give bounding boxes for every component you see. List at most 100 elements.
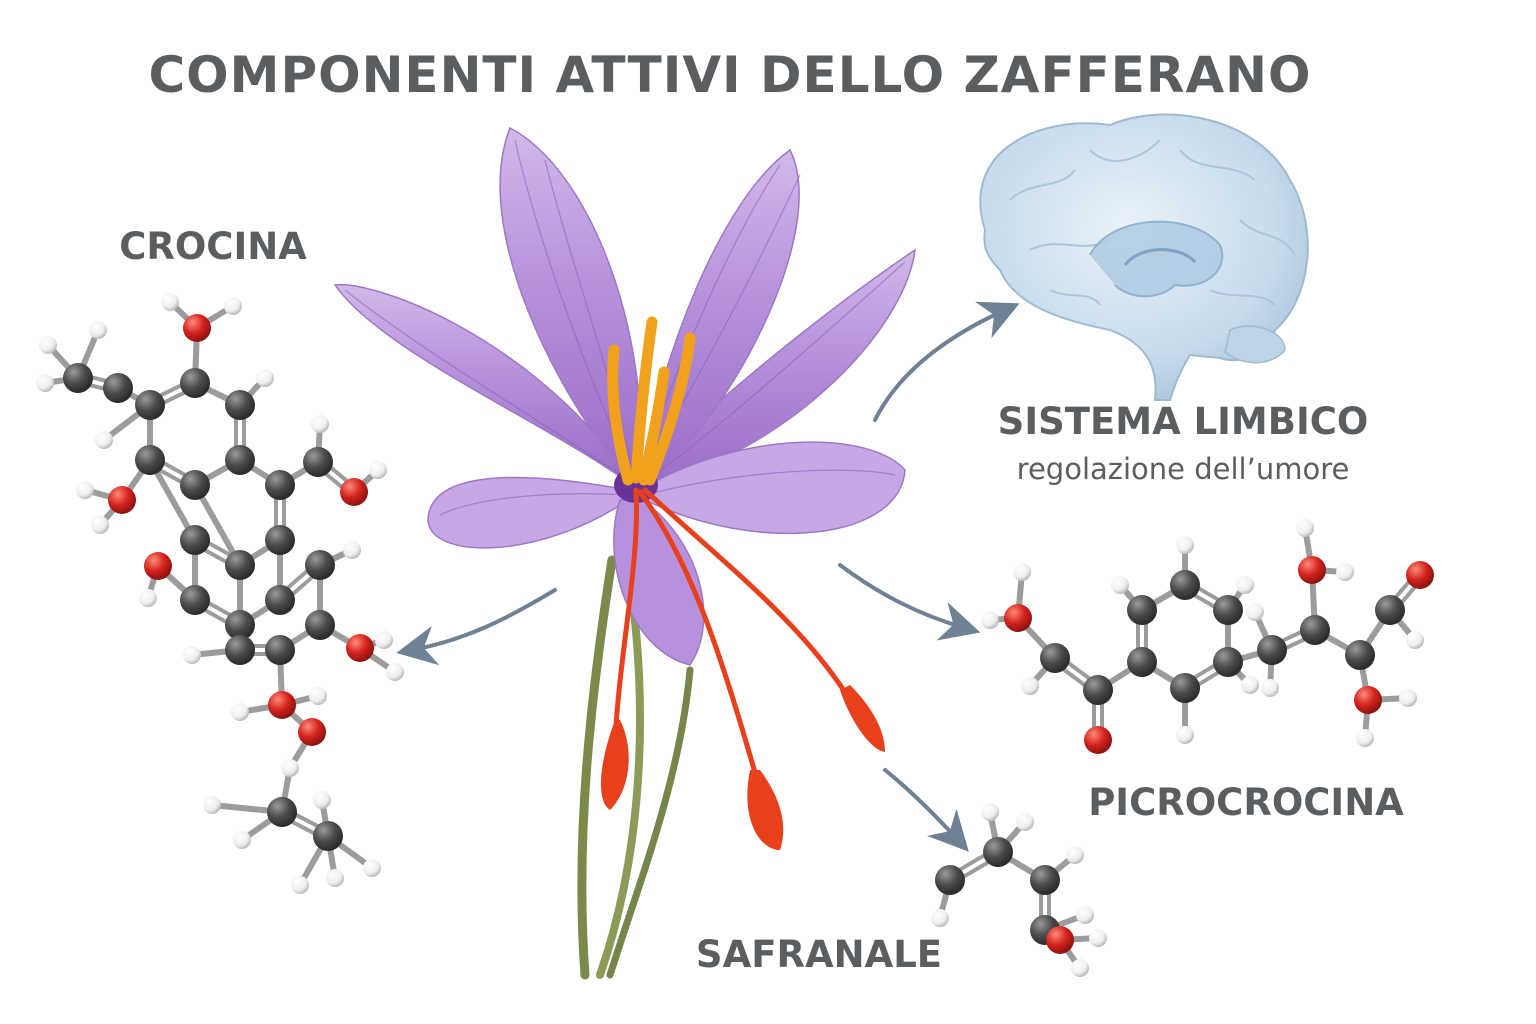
brain-icon [979, 113, 1309, 401]
bond [147, 457, 198, 543]
hydrogen-atom [931, 909, 949, 927]
arrow-to-picrocrocina [838, 563, 981, 641]
carbon-atom [1300, 615, 1330, 645]
oxygen-atom [1298, 556, 1326, 584]
carbon-atom [1345, 640, 1375, 670]
carbon-atom [180, 470, 210, 500]
carbon-atom [180, 525, 210, 555]
label-picrocrocina: PICROCROCINA [1088, 781, 1404, 824]
carbon-atom [63, 363, 93, 393]
carbon-atom [305, 610, 335, 640]
hydrogen-atom [369, 461, 387, 479]
safranal-molecule [931, 803, 1107, 977]
carbon-atom [265, 585, 295, 615]
hydrogen-atom [1336, 563, 1354, 581]
hydrogen-atom [311, 415, 329, 433]
page-title: COMPONENTI ATTIVI DELLO ZAFFERANO [148, 46, 1311, 104]
hydrogen-atom [233, 831, 251, 849]
carbon-atom [135, 390, 165, 420]
hydrogen-atom [95, 431, 113, 449]
carbon-atom [1257, 635, 1287, 665]
hydrogen-atom [39, 336, 57, 354]
hydrogen-atom [203, 796, 221, 814]
carbon-atom [135, 445, 165, 475]
carbon-atom [225, 635, 255, 665]
hydrogen-atom [1111, 576, 1129, 594]
carbon-atom [1127, 595, 1157, 625]
hydrogen-atom [313, 791, 331, 809]
hydrogen-atom [139, 589, 157, 607]
carbon-atom [935, 865, 965, 895]
carbon-atom [225, 550, 255, 580]
hydrogen-atom [1089, 929, 1107, 947]
carbon-atom [225, 390, 255, 420]
hydrogen-atom [281, 759, 299, 777]
oxygen-atom [1084, 726, 1112, 754]
oxygen-atom [340, 478, 368, 506]
oxygen-atom [1406, 561, 1434, 589]
hydrogen-atom [1071, 959, 1089, 977]
carbon-atom [305, 550, 335, 580]
hydrogen-atom [1066, 846, 1084, 864]
hydrogen-atom [309, 687, 327, 705]
hydrogen-atom [291, 876, 309, 894]
carbon-atom [225, 445, 255, 475]
carbon-atom [303, 447, 333, 477]
picrocrocin-molecule [981, 519, 1434, 754]
hydrogen-atom [981, 803, 999, 821]
carbon-atom [180, 368, 210, 398]
carbon-atom [265, 635, 295, 665]
hydrogen-atom [363, 859, 381, 877]
carbon-atom [1170, 673, 1200, 703]
hydrogen-atom [1246, 603, 1264, 621]
label-crocina: CROCINA [119, 225, 307, 268]
carbon-atom [1127, 647, 1157, 677]
hydrogen-atom [1016, 813, 1034, 831]
carbon-atom [265, 470, 295, 500]
hydrogen-atom [231, 703, 249, 721]
hydrogen-atom [1076, 906, 1094, 924]
oxygen-atom [183, 314, 211, 342]
hydrogen-atom [1013, 563, 1031, 581]
hydrogen-atom [1176, 726, 1194, 744]
carbon-atom [1170, 570, 1200, 600]
saffron-flower [333, 126, 916, 980]
hydrogen-atom [1176, 536, 1194, 554]
carbon-atom [313, 821, 343, 851]
crocin-molecule [36, 293, 404, 894]
carbon-atom [1030, 865, 1060, 895]
oxygen-atom [1046, 926, 1074, 954]
hydrogen-atom [183, 646, 201, 664]
hydrogen-atom [1356, 729, 1374, 747]
carbon-atom [1213, 647, 1243, 677]
hydrogen-atom [1021, 677, 1039, 695]
carbon-atom [180, 585, 210, 615]
hydrogen-atom [256, 369, 274, 387]
carbon-atom [983, 837, 1013, 867]
hydrogen-atom [161, 293, 179, 311]
arrow-to-crocina [396, 588, 557, 666]
carbon-atom [1083, 675, 1113, 705]
oxygen-atom [298, 718, 326, 746]
oxygen-atom [144, 552, 172, 580]
carbon-atom [1375, 595, 1405, 625]
hydrogen-atom [89, 321, 107, 339]
arrow-to-sistema-limbico [873, 301, 1020, 422]
arrow-to-safranale [883, 768, 969, 852]
arrows [396, 301, 1020, 852]
hydrogen-atom [1236, 576, 1254, 594]
oxygen-atom [346, 634, 374, 662]
oxygen-atom [108, 486, 136, 514]
hydrogen-atom [91, 516, 109, 534]
carbon-atom [225, 610, 255, 640]
hydrogen-atom [1261, 679, 1279, 697]
bond [192, 482, 243, 568]
hydrogen-atom [1406, 631, 1424, 649]
hydrogen-atom [343, 541, 361, 559]
carbon-atom [103, 373, 133, 403]
hydrogen-atom [1296, 519, 1314, 537]
label-safranale: SAFRANALE [696, 933, 942, 976]
hydrogen-atom [36, 374, 54, 392]
oxygen-atom [1004, 604, 1032, 632]
